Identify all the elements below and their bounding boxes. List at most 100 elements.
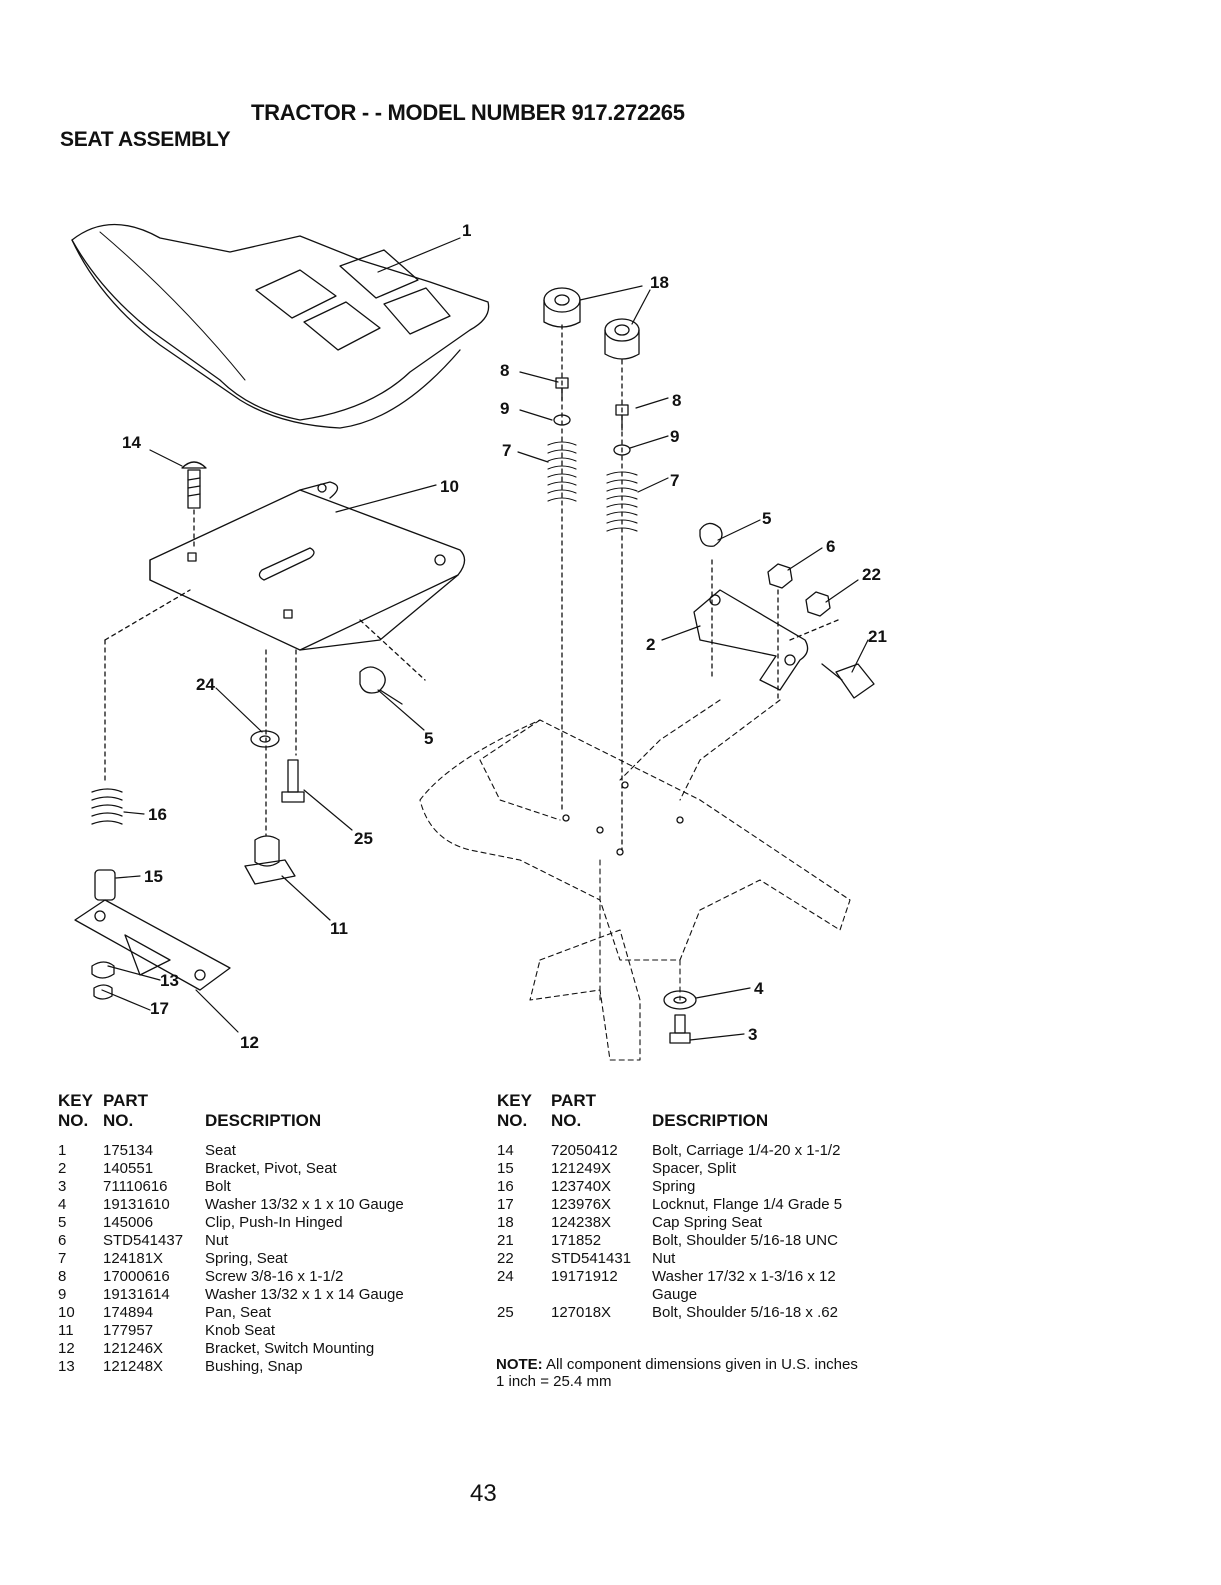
key-number: 12 (58, 1340, 75, 1357)
col-header-description: DESCRIPTION (205, 1111, 322, 1130)
key-number: 10 (58, 1304, 75, 1321)
part-number: 123976X (551, 1196, 612, 1213)
callout-21: 21 (868, 627, 887, 646)
part-description: Screw 3/8-16 x 1-1/2 (205, 1268, 344, 1285)
spring-stack-drawing (543, 287, 640, 851)
callout-7a: 7 (502, 441, 511, 460)
part-description: Cap Spring Seat (652, 1214, 763, 1231)
callout-15: 15 (144, 867, 163, 886)
leader-lines (101, 237, 869, 1041)
col-header-part-no: NO. (551, 1111, 582, 1130)
callout-17: 17 (150, 999, 169, 1018)
callout-6: 6 (826, 537, 835, 556)
key-number: 24 (497, 1268, 514, 1285)
page-number: 43 (470, 1480, 497, 1507)
part-number: 19171912 (551, 1268, 618, 1285)
part-number: 175134 (103, 1142, 154, 1159)
callout-14: 14 (122, 433, 141, 452)
part-number: 121246X (103, 1340, 164, 1357)
part-description: Washer 13/32 x 1 x 10 Gauge (205, 1196, 404, 1213)
table-row: 10 174894 Pan, Seat (58, 1304, 478, 1322)
washer-bolt-drawing (663, 990, 697, 1044)
key-number: 13 (58, 1358, 75, 1375)
callout-24: 24 (196, 675, 215, 694)
part-description: Washer 13/32 x 1 x 14 Gauge (205, 1286, 404, 1303)
callout-16: 16 (148, 805, 167, 824)
callout-13: 13 (160, 971, 179, 990)
part-description-cont: Gauge (652, 1286, 698, 1303)
key-number: 14 (497, 1142, 514, 1159)
part-number: 19131610 (103, 1196, 170, 1213)
part-number: 174894 (103, 1304, 154, 1321)
part-description: Spring (652, 1178, 696, 1195)
callout-7b: 7 (670, 471, 679, 490)
callout-5a: 5 (762, 509, 771, 528)
key-number: 15 (497, 1160, 514, 1177)
part-description: Pan, Seat (205, 1304, 271, 1321)
callout-4: 4 (754, 979, 764, 998)
tractor-frame-drawing (419, 699, 851, 1061)
callout-1: 1 (462, 221, 471, 240)
section-title: SEAT ASSEMBLY (60, 128, 231, 151)
part-description: Bolt, Carriage 1/4-20 x 1-1/2 (652, 1142, 841, 1159)
center-lower-parts-drawing (244, 649, 305, 885)
part-description: Spring, Seat (205, 1250, 288, 1267)
callout-5b: 5 (424, 729, 433, 748)
part-number: STD541431 (551, 1250, 632, 1267)
col-header-key-no: NO. (58, 1111, 89, 1130)
part-number: 177957 (103, 1322, 154, 1339)
exploded-parts-diagram: 1 18 8 9 7 8 9 7 5 6 22 21 2 14 10 24 5 … (71, 221, 887, 1061)
part-number: 121248X (103, 1358, 164, 1375)
callout-10: 10 (440, 477, 459, 496)
col-header-description: DESCRIPTION (652, 1111, 769, 1130)
key-number: 11 (58, 1322, 74, 1339)
callout-9a: 9 (500, 399, 509, 418)
part-description: Spacer, Split (652, 1160, 737, 1177)
key-number: 2 (58, 1160, 67, 1177)
part-number: 17000616 (103, 1268, 170, 1285)
key-number: 18 (497, 1214, 514, 1231)
part-number: 127018X (551, 1304, 612, 1321)
callout-2: 2 (646, 635, 655, 654)
callout-25: 25 (354, 829, 373, 848)
part-number: 72050412 (551, 1142, 618, 1159)
page-title: TRACTOR - - MODEL NUMBER 917.272265 (251, 100, 685, 125)
callout-22: 22 (862, 565, 881, 584)
callout-3: 3 (748, 1025, 757, 1044)
callout-18: 18 (650, 273, 669, 292)
part-description: Nut (652, 1250, 676, 1267)
clip-lower-drawing (359, 619, 426, 705)
frame-holes-drawing (562, 781, 684, 856)
part-description: Washer 17/32 x 1-3/16 x 12 (652, 1268, 836, 1285)
key-number: 3 (58, 1178, 67, 1195)
part-number: 171852 (551, 1232, 602, 1249)
key-number: 21 (497, 1232, 514, 1249)
callout-8b: 8 (672, 391, 681, 410)
col-header-part: PART (103, 1091, 149, 1110)
part-description: Bracket, Pivot, Seat (205, 1160, 337, 1177)
table-row: 14 72050412 Bolt, Carriage 1/4-20 x 1-1/2 (497, 1142, 917, 1160)
part-number: 19131614 (103, 1286, 170, 1303)
part-description: Clip, Push-In Hinged (205, 1214, 343, 1231)
col-header-key: KEY (497, 1091, 532, 1110)
note-text: All component dimensions given in U.S. i… (546, 1356, 858, 1373)
part-number: 124181X (103, 1250, 164, 1267)
callout-labels: 1 18 8 9 7 8 9 7 5 6 22 21 2 14 10 24 5 … (122, 221, 887, 1052)
